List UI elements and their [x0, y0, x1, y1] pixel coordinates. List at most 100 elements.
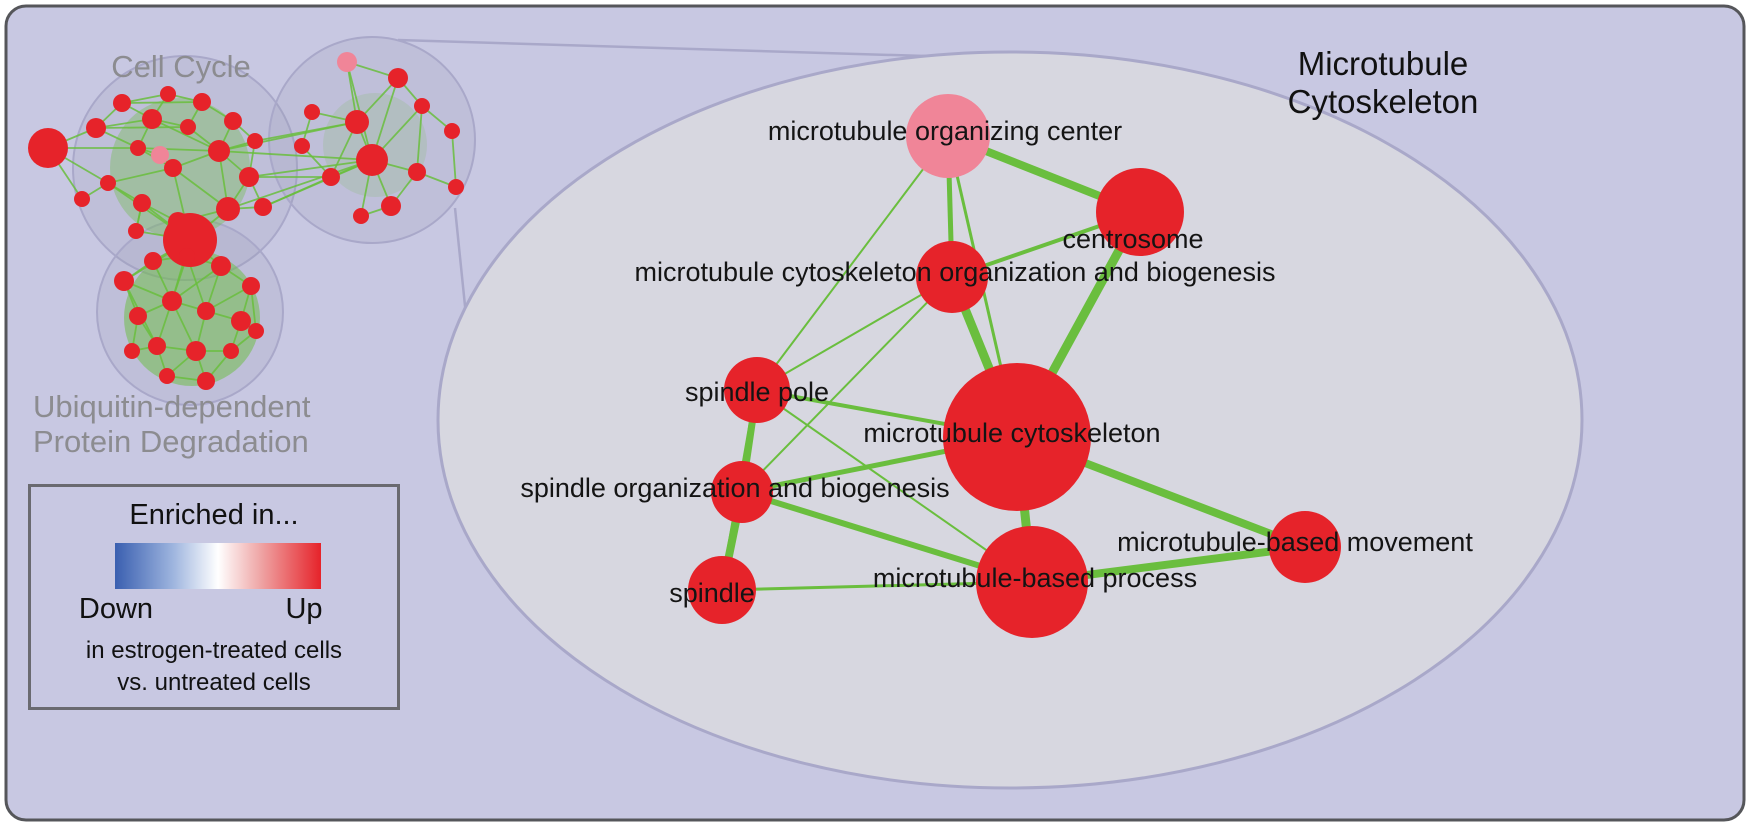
overview-node — [242, 277, 260, 295]
overview-node — [179, 248, 195, 264]
node-sob — [711, 461, 773, 523]
overview-node — [414, 98, 430, 114]
overview-node — [159, 368, 175, 384]
overview-node — [144, 252, 162, 270]
node-label-spindle_pole: spindle pole — [685, 377, 829, 407]
overview-node — [239, 167, 259, 187]
edge-moc-spindle_pole — [756, 135, 949, 391]
overview-node — [114, 271, 134, 291]
node-mbp — [976, 526, 1088, 638]
overview-node — [444, 123, 460, 139]
node-label-mbp: microtubule-based process — [873, 563, 1197, 593]
overview-node — [86, 118, 106, 138]
node-mt_cytoskeleton — [943, 363, 1091, 511]
overview-node — [208, 140, 230, 162]
node-label-mbm: microtubule-based movement — [1117, 527, 1473, 557]
overview-node — [128, 223, 144, 239]
overview-node — [164, 159, 182, 177]
node-label-moc: microtubule organizing center — [768, 116, 1122, 146]
labels-layer: Cell Cycle Ubiquitin-dependent Protein D… — [33, 45, 1478, 459]
overview-edge — [227, 159, 373, 210]
overview-network — [28, 36, 476, 406]
overview-node — [322, 168, 340, 186]
node-moc — [906, 94, 990, 178]
legend-gradient-bar — [115, 543, 321, 589]
overview-node — [216, 197, 240, 221]
overview-node — [448, 179, 464, 195]
overview-node — [74, 191, 90, 207]
legend-caption-line2: vs. untreated cells — [117, 669, 311, 696]
overview-node — [247, 133, 263, 149]
overview-node — [142, 109, 162, 129]
figure-border — [4, 4, 1746, 822]
overview-node — [124, 343, 140, 359]
overview-node — [163, 213, 217, 267]
overview-edge — [248, 159, 373, 178]
overview-node — [381, 196, 401, 216]
overview-edge — [218, 150, 373, 161]
overview-edge — [95, 126, 189, 129]
overview-node — [345, 110, 369, 134]
node-spindle — [688, 556, 756, 624]
overview-node — [197, 302, 215, 320]
overview-node — [248, 323, 264, 339]
overview-node — [162, 291, 182, 311]
legend-caption-line1: in estrogen-treated cells — [85, 637, 343, 664]
overview-node — [100, 175, 116, 191]
overview-node — [28, 128, 68, 168]
overview-edge — [416, 105, 423, 173]
node-centrosome — [1096, 168, 1184, 256]
legend-up-label: Up — [285, 593, 323, 625]
cluster-label-ubiquitin-line1: Ubiquitin-dependent — [33, 389, 311, 424]
overview-node — [180, 119, 196, 135]
overview-edge — [151, 118, 220, 152]
zoom-cluster-title-line2: Cytoskeleton — [1288, 83, 1479, 120]
edge-mcob-spindle_pole — [756, 276, 953, 391]
node-spindle_pole — [724, 357, 790, 423]
overview-node — [151, 146, 169, 164]
zoom-callout-line — [397, 38, 991, 60]
edge-mcob-sob — [741, 276, 953, 493]
node-mbm — [1269, 511, 1341, 583]
overview-node — [224, 112, 242, 130]
overview-node — [197, 372, 215, 390]
overview-node — [231, 311, 251, 331]
overview-node — [304, 104, 320, 120]
node-label-mcob: microtubule cytoskeleton organization an… — [635, 257, 1276, 287]
overview-edge — [137, 147, 220, 152]
overview-node — [408, 163, 426, 181]
zoom-network: microtubule organizing centercentrosomem… — [397, 38, 1584, 790]
overview-node — [211, 256, 231, 276]
overview-node — [130, 140, 146, 156]
cluster-label-cell-cycle: Cell Cycle — [111, 49, 251, 84]
overview-node — [388, 68, 408, 88]
overview-node — [133, 194, 151, 212]
node-label-mt_cytoskeleton: microtubule cytoskeleton — [863, 418, 1160, 448]
legend-down-label: Down — [78, 593, 154, 625]
overview-node — [148, 337, 166, 355]
overview-node — [294, 138, 310, 154]
overview-node — [129, 307, 147, 325]
legend-title: Enriched in... — [129, 499, 299, 531]
node-mcob — [916, 241, 988, 313]
overview-node — [254, 198, 272, 216]
overview-edge — [262, 176, 332, 208]
overview-node — [160, 86, 176, 102]
node-label-sob: spindle organization and biogenesis — [520, 473, 949, 503]
overview-node — [353, 208, 369, 224]
overview-node — [193, 93, 211, 111]
overview-node — [186, 341, 206, 361]
node-label-centrosome: centrosome — [1062, 224, 1203, 254]
overview-edge — [107, 167, 174, 184]
legend-box: Enriched in... Down Up in estrogen-treat… — [28, 484, 400, 710]
overview-edge — [451, 130, 457, 188]
overview-edge — [171, 265, 222, 302]
cluster-label-ubiquitin-line2: Protein Degradation — [33, 424, 309, 459]
overview-node — [356, 144, 388, 176]
overview-node — [223, 343, 239, 359]
overview-node — [113, 94, 131, 112]
overview-node — [337, 52, 357, 72]
node-label-spindle: spindle — [669, 578, 755, 608]
